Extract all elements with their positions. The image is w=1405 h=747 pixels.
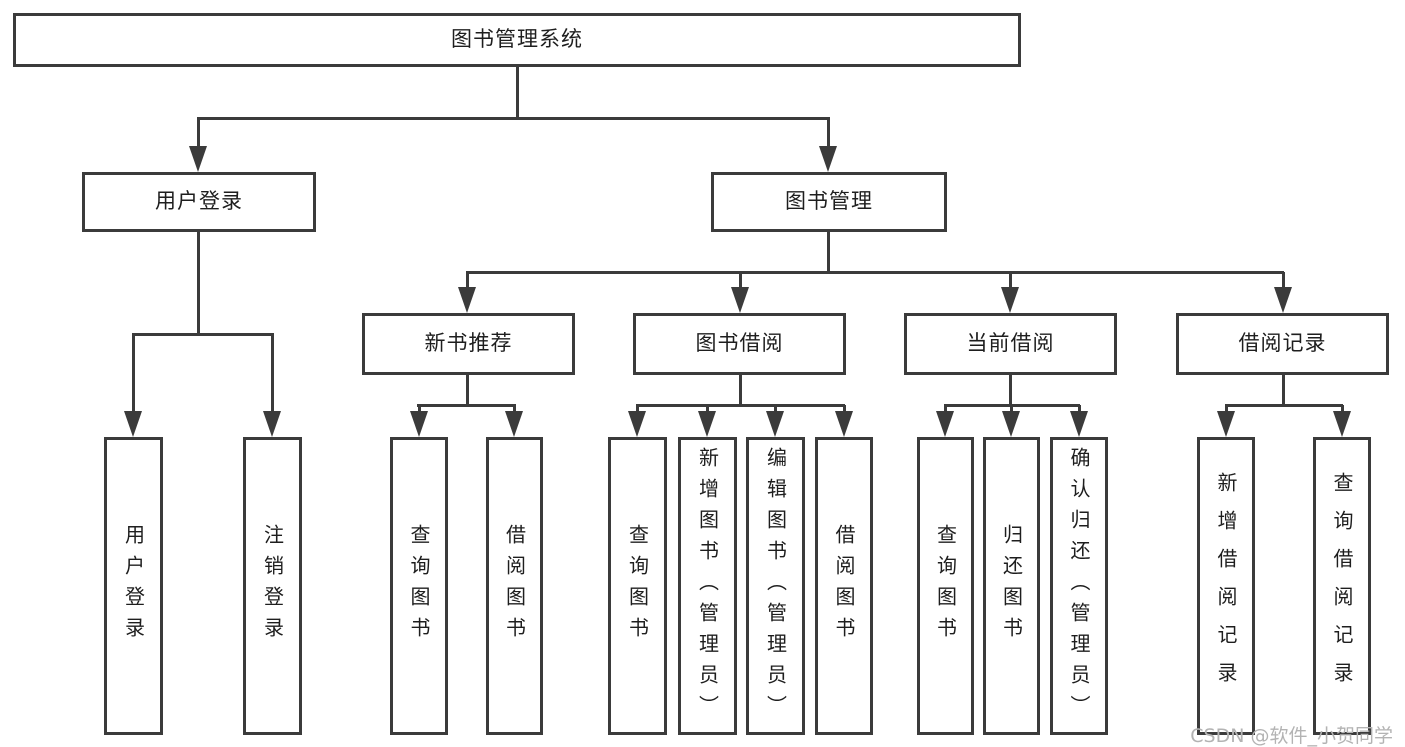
connector-current-borrow-stem: [1009, 375, 1012, 406]
leaf-edit-book-admin: 编辑图书（管理员）: [746, 437, 805, 735]
arrow-down: [124, 411, 142, 437]
csdn-watermark: CSDN @软件_小贺同学: [1190, 725, 1393, 747]
connector-drop-borrow-records: [1282, 272, 1285, 290]
connector-borrow-records-bar: [1225, 404, 1343, 407]
leaf-query-books-borrow: 查询图书: [608, 437, 667, 735]
connector-drop-confirm-return: [1078, 405, 1081, 415]
connector-drop-book-borrow: [739, 272, 742, 290]
connector-drop-query-books-newbook: [418, 405, 421, 415]
arrow-down: [1070, 411, 1088, 437]
arrow-down: [766, 411, 784, 437]
arrow-down: [458, 287, 476, 313]
arrow-down: [1002, 411, 1020, 437]
connector-drop-return-books: [1010, 405, 1013, 415]
connector-drop-current-borrow: [1009, 272, 1012, 290]
connector-book-borrow-bar: [636, 404, 845, 407]
connector-book-management-stem: [827, 232, 830, 273]
arrow-down: [1217, 411, 1235, 437]
node-root: 图书管理系统: [13, 13, 1021, 67]
connector-drop-book-management: [827, 118, 830, 148]
leaf-add-book-admin: 新增图书（管理员）: [678, 437, 737, 735]
connector-drop-edit-book-admin: [774, 405, 777, 415]
connector-drop-borrow-books-borrow: [843, 405, 846, 415]
node-book-borrow: 图书借阅: [633, 313, 846, 375]
leaf-query-borrow-record: 查询借阅记录: [1313, 437, 1371, 735]
connector-drop-query-borrow-record: [1341, 405, 1344, 415]
arrow-down: [731, 287, 749, 313]
connector-root-stem: [516, 67, 519, 119]
connector-book-borrow-stem: [739, 375, 742, 406]
connector-drop-query-books-borrow: [636, 405, 639, 415]
arrow-down: [698, 411, 716, 437]
connector-level2-bar: [197, 117, 830, 120]
leaf-query-books-current: 查询图书: [917, 437, 974, 735]
node-current-borrow: 当前借阅: [904, 313, 1117, 375]
leaf-borrow-books-newbook: 借阅图书: [486, 437, 543, 735]
connector-user-login-bar: [132, 333, 274, 336]
node-borrow-records: 借阅记录: [1176, 313, 1389, 375]
node-new-book-recommend: 新书推荐: [362, 313, 575, 375]
connector-user-login-stem: [197, 232, 200, 335]
leaf-confirm-return-admin: 确认归还（管理员）: [1050, 437, 1108, 735]
connector-new-book-recommend-bar: [417, 404, 516, 407]
arrow-down: [936, 411, 954, 437]
connector-drop-add-book-admin: [706, 405, 709, 415]
leaf-borrow-books-borrow: 借阅图书: [815, 437, 873, 735]
connector-borrow-records-stem: [1282, 375, 1285, 406]
leaf-return-books: 归还图书: [983, 437, 1040, 735]
node-book-management: 图书管理: [711, 172, 947, 232]
arrow-down: [263, 411, 281, 437]
arrow-down: [505, 411, 523, 437]
connector-drop-query-books-current: [944, 405, 947, 415]
arrow-down: [1333, 411, 1351, 437]
arrow-down: [628, 411, 646, 437]
node-user-login: 用户登录: [82, 172, 316, 232]
connector-drop-add-borrow-record: [1225, 405, 1228, 415]
connector-drop-user-login: [197, 118, 200, 148]
connector-drop-borrow-books-newbook: [513, 405, 516, 415]
arrow-down: [819, 146, 837, 172]
leaf-add-borrow-record: 新增借阅记录: [1197, 437, 1255, 735]
connector-level3-bar: [466, 271, 1284, 274]
leaf-logout: 注销登录: [243, 437, 302, 735]
arrow-down: [1274, 287, 1292, 313]
leaf-query-books-newbook: 查询图书: [390, 437, 448, 735]
leaf-user-login: 用户登录: [104, 437, 163, 735]
arrow-down: [410, 411, 428, 437]
connector-drop-leaf-user-login: [132, 334, 135, 414]
connector-new-book-recommend-stem: [466, 375, 469, 406]
connector-drop-leaf-logout: [271, 334, 274, 414]
arrow-down: [189, 146, 207, 172]
arrow-down: [835, 411, 853, 437]
connector-drop-new-book-recommend: [466, 272, 469, 290]
arrow-down: [1001, 287, 1019, 313]
